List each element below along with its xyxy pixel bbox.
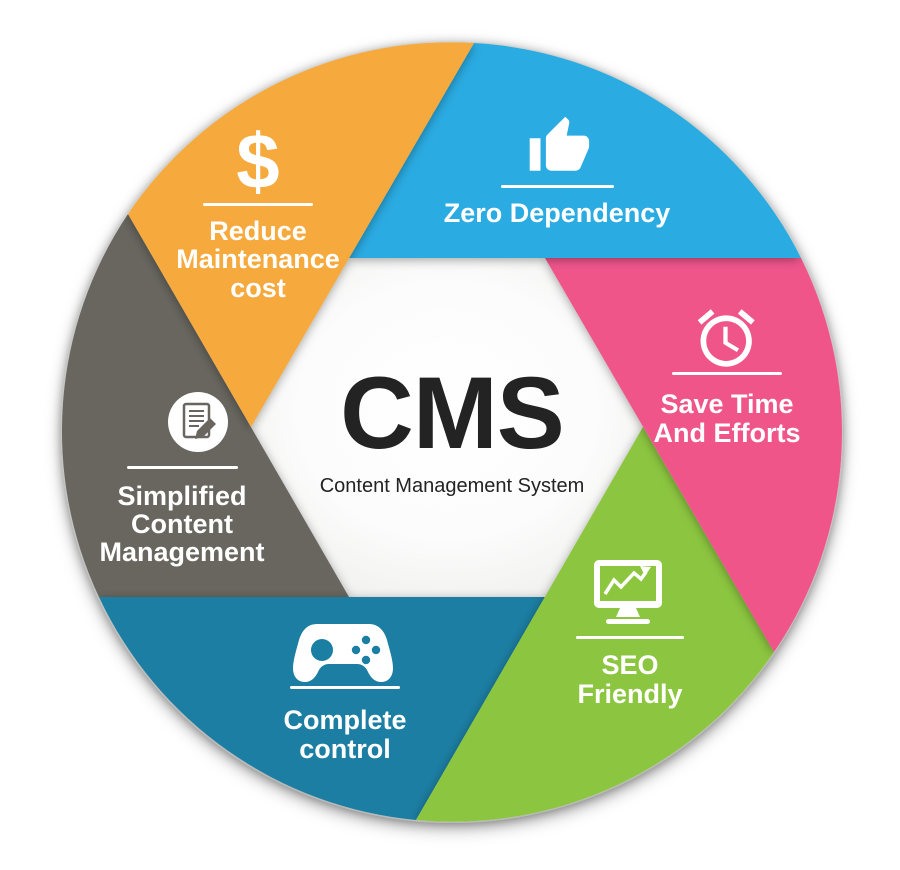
- label-complete-control: Complete control: [283, 705, 406, 764]
- separator-save-time: [672, 372, 782, 375]
- label-line: Maintenance: [176, 244, 340, 274]
- label-line: Content: [131, 509, 233, 539]
- thumbs-up-icon: [529, 116, 590, 171]
- monitor-base: [606, 619, 650, 624]
- label-reduce-maintenance-cost: Reduce Maintenance cost: [176, 216, 340, 303]
- label-line: Friendly: [577, 679, 682, 709]
- monitor-stand: [616, 608, 640, 617]
- label-simplified-content-management: Simplified Content Management: [99, 481, 264, 567]
- document-edit-icon: [168, 392, 228, 452]
- page-subtitle: Content Management System: [320, 475, 585, 497]
- segment-complete-control: [99, 597, 545, 820]
- label-line: Simplified: [117, 481, 246, 511]
- chart-line: [603, 570, 648, 595]
- separator-seo-friendly: [576, 636, 684, 639]
- label-line: And Efforts: [654, 418, 801, 448]
- label-line: Save Time: [660, 389, 793, 419]
- separator-zero-dependency: [501, 185, 614, 188]
- segment-reduce-maintenance-cost: [128, 42, 474, 427]
- dollar-icon: $: [236, 117, 279, 205]
- label-line: SEO: [601, 650, 658, 680]
- segment-seo-friendly: [416, 427, 774, 822]
- separator-reduce-cost: [203, 203, 313, 206]
- label-save-time-and-efforts: Save Time And Efforts: [654, 389, 801, 448]
- label-seo-friendly: SEO Friendly: [577, 650, 682, 709]
- label-line: Zero Dependency: [444, 198, 671, 228]
- separator-complete-control: [290, 686, 400, 689]
- label-line: control: [299, 734, 391, 764]
- separator-simplified-content: [127, 466, 238, 469]
- center-panel: [251, 258, 643, 597]
- page-title: CMS: [340, 356, 564, 470]
- label-line: Management: [99, 537, 264, 567]
- chart-arrow: [640, 566, 651, 576]
- monitor-chart-icon: [594, 560, 662, 624]
- label-line: Complete: [283, 705, 406, 735]
- alarm-clock-icon: [697, 309, 755, 367]
- game-controller-icon: [293, 624, 393, 682]
- label-line: cost: [230, 273, 286, 303]
- label-line: Reduce: [209, 216, 307, 246]
- segment-save-time-and-efforts: [545, 258, 842, 652]
- label-zero-dependency: Zero Dependency: [444, 198, 671, 228]
